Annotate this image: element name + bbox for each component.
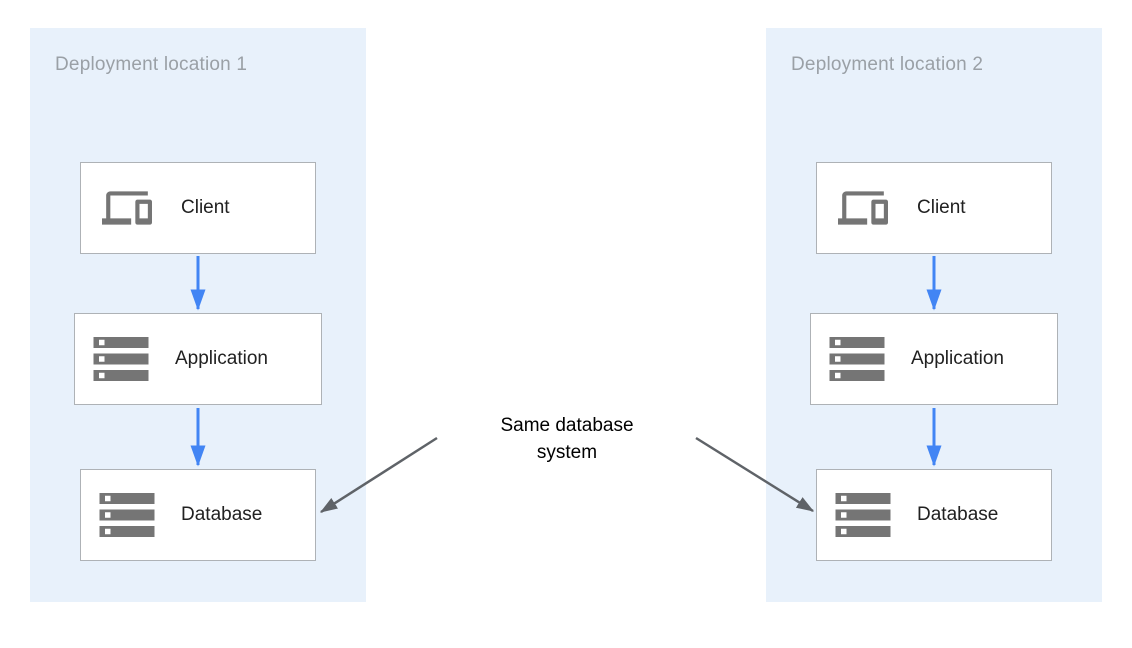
node-application-1: Application — [74, 313, 322, 405]
zone-title: Deployment location 1 — [55, 54, 248, 75]
zone-title: Deployment location 2 — [791, 54, 984, 75]
node-application-2: Application — [810, 313, 1058, 405]
node-client-2: Client — [816, 162, 1052, 254]
devices-icon — [94, 183, 160, 233]
deployment-zone-1: Deployment location 1 Client Application — [30, 28, 366, 602]
node-database-2: Database — [816, 469, 1052, 561]
devices-icon — [830, 183, 896, 233]
node-label: Application — [175, 348, 268, 369]
node-label: Database — [917, 504, 999, 525]
server-stack-icon — [88, 326, 154, 392]
node-label: Client — [181, 197, 230, 218]
node-label: Client — [917, 197, 966, 218]
deployment-zone-2: Deployment location 2 Client Application — [766, 28, 1102, 602]
server-stack-icon — [824, 326, 890, 392]
node-label: Database — [181, 504, 263, 525]
node-client-1: Client — [80, 162, 316, 254]
server-stack-icon — [830, 482, 896, 548]
server-stack-icon — [94, 482, 160, 548]
same-database-annotation: Same database system — [500, 415, 634, 463]
node-database-1: Database — [80, 469, 316, 561]
node-label: Application — [911, 348, 1004, 369]
